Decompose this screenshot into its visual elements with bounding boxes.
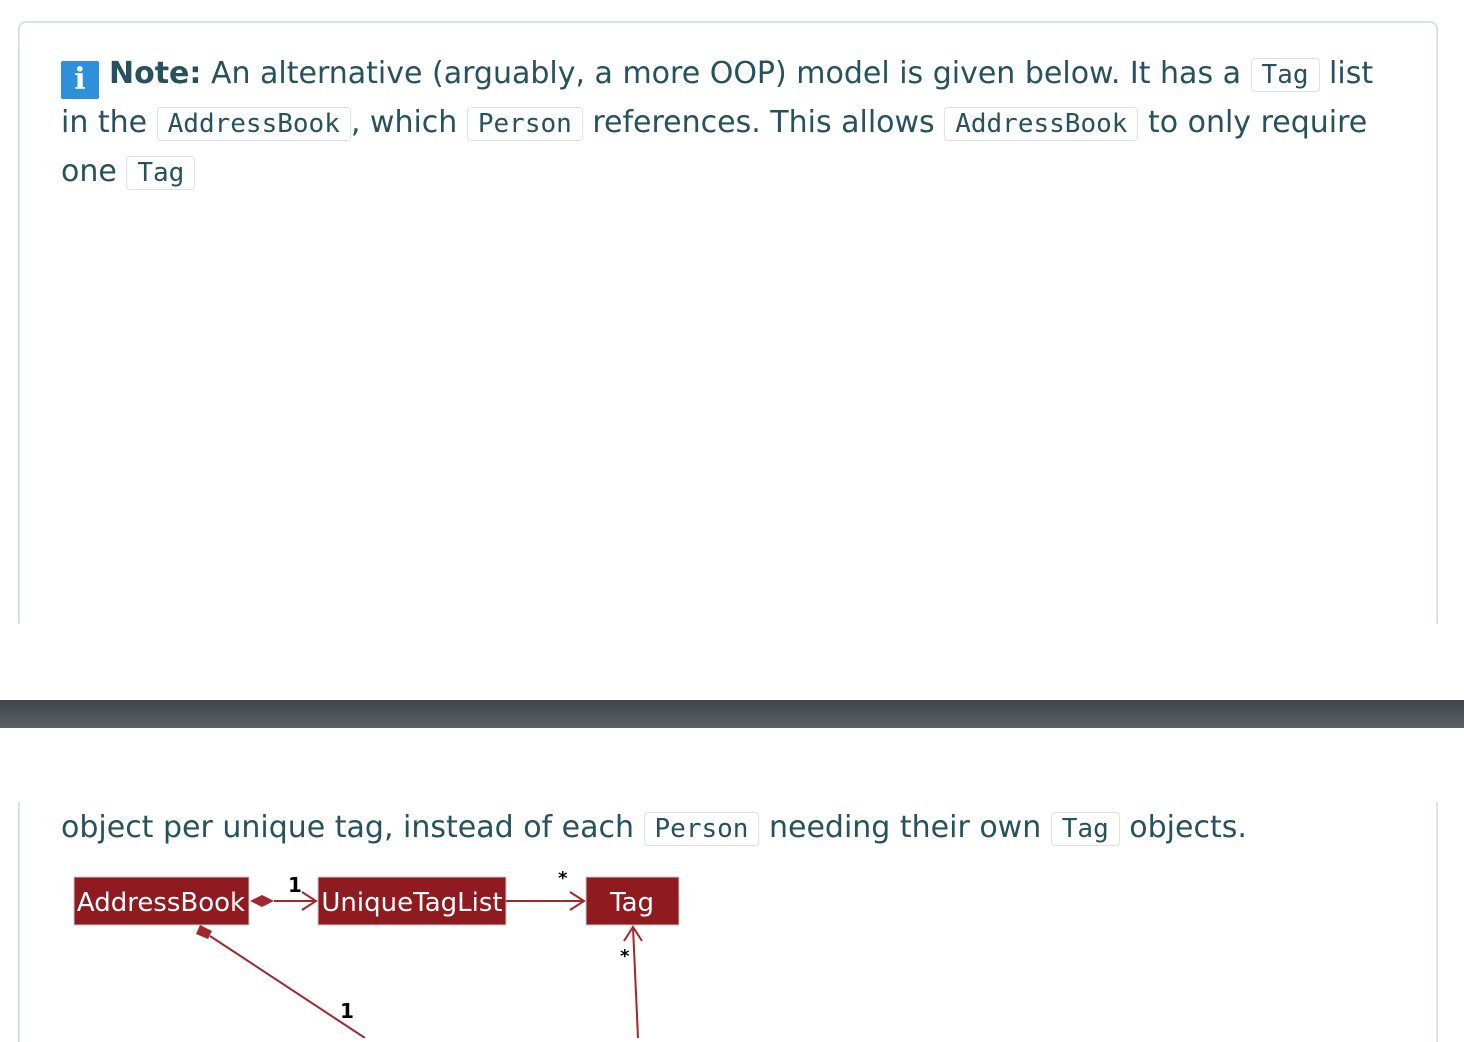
multiplicity-label: 1 <box>340 999 354 1023</box>
uniquetaglist-box: UniqueTagList <box>317 876 507 926</box>
addressbook-box: AddressBook <box>73 876 250 926</box>
tag-box: Tag <box>585 876 680 926</box>
composition-addressbook-down: 1 <box>196 925 366 1038</box>
uml-class-diagram: AddressBook UniqueTagList Tag 1 * * 1 <box>73 868 680 1038</box>
note-paragraph: i Note: An alternative (arguably, a more … <box>61 50 1401 197</box>
note-text: object per unique tag, instead of each <box>61 810 644 845</box>
note-label: Note: <box>109 56 202 91</box>
inline-code-tag: Tag <box>126 156 196 190</box>
note-text: An alternative (arguably, a more OOP) mo… <box>201 56 1251 91</box>
note-text: objects. <box>1119 810 1247 845</box>
composition-association: 1 <box>250 873 318 911</box>
note-text: , which <box>350 105 467 140</box>
inline-code-person: Person <box>643 812 760 846</box>
info-icon: i <box>61 61 99 99</box>
multiplicity-label: * <box>558 868 568 889</box>
inline-code-addressbook: AddressBook <box>944 107 1139 141</box>
page-break-divider <box>0 700 1464 728</box>
multiplicity-label: 1 <box>288 873 302 897</box>
note-callout-bottom: object per unique tag, instead of each P… <box>18 802 1438 1042</box>
inline-code-tag: Tag <box>1050 812 1120 846</box>
note-callout-top: i Note: An alternative (arguably, a more … <box>18 21 1438 624</box>
inline-code-addressbook: AddressBook <box>156 107 351 141</box>
note-text: list in the <box>61 56 1374 140</box>
inline-code-tag: Tag <box>1250 58 1320 92</box>
note-continuation-paragraph: object per unique tag, instead of each P… <box>61 804 1401 853</box>
note-text: references. This allows <box>582 105 945 140</box>
addressbook-label: AddressBook <box>77 888 245 918</box>
note-text: needing their own <box>759 810 1051 845</box>
association-utl-tag: * <box>506 868 586 911</box>
inline-code-person: Person <box>466 107 583 141</box>
tag-label: Tag <box>609 888 654 918</box>
multiplicity-label: * <box>620 946 630 967</box>
association-into-tag: * <box>620 925 643 1038</box>
note-text: to only require one <box>61 105 1368 189</box>
uniquetaglist-label: UniqueTagList <box>321 888 502 918</box>
